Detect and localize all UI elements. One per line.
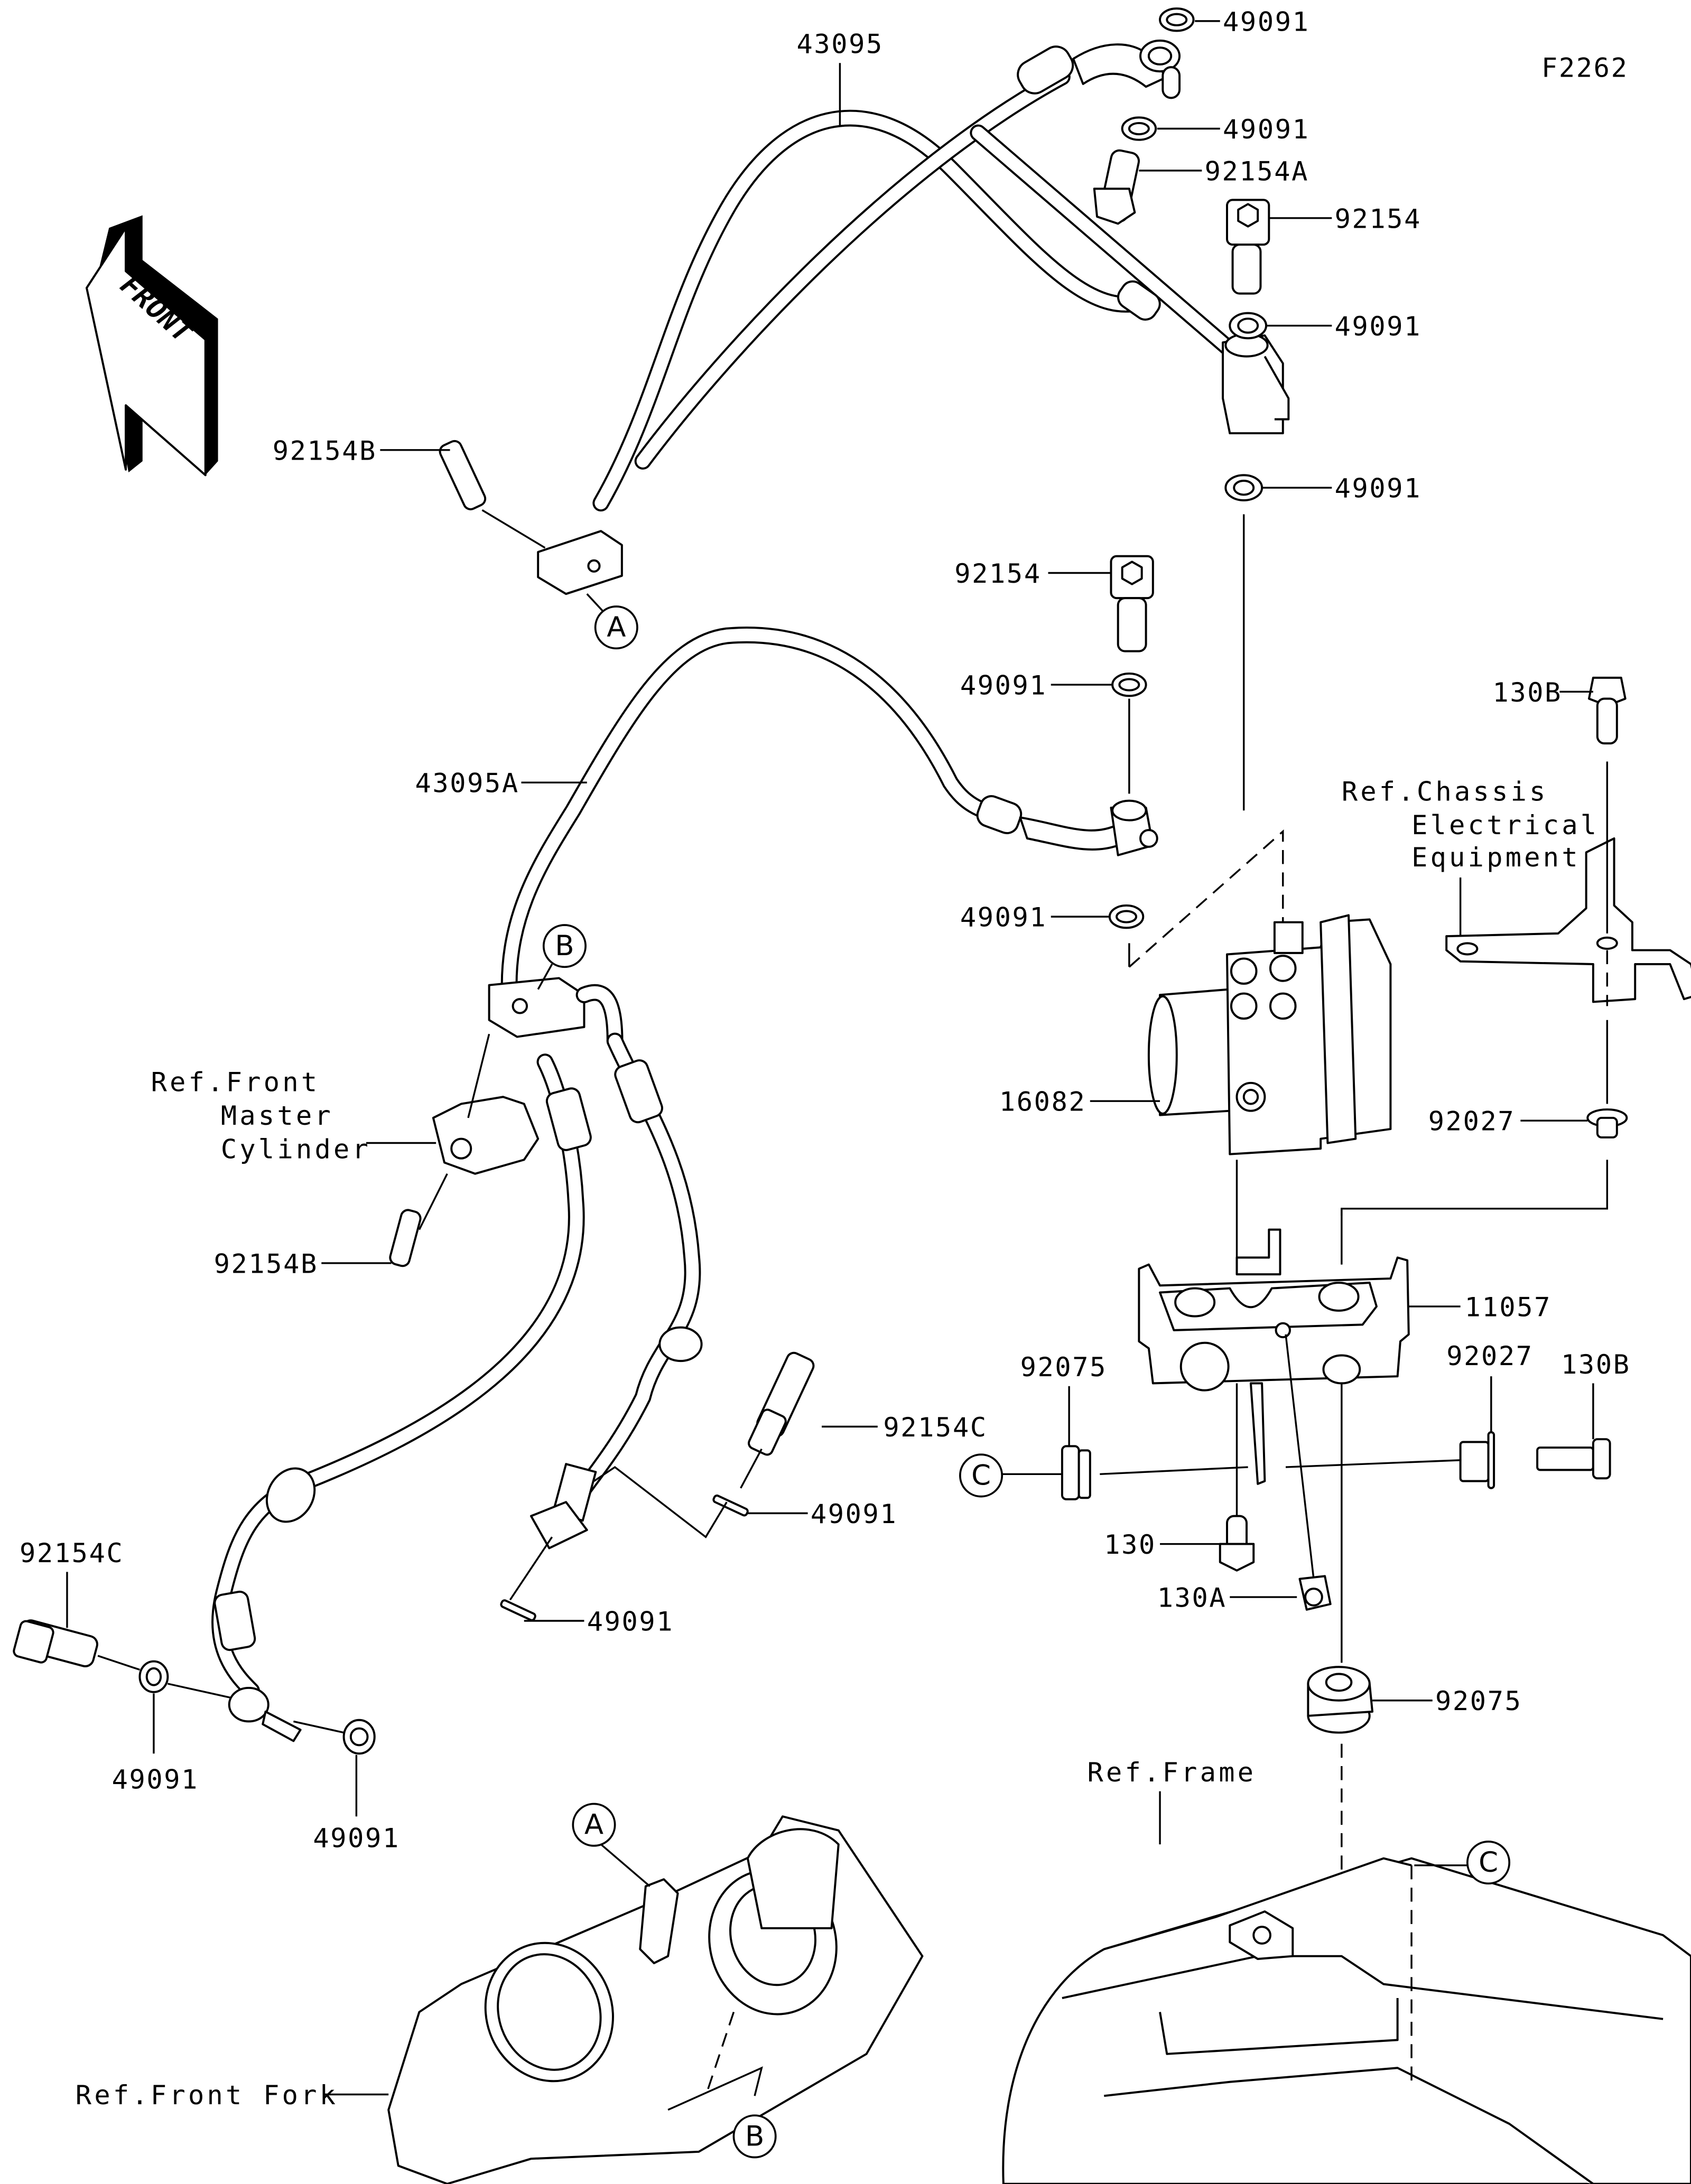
part-label-92154c-right[interactable]: 92154C bbox=[883, 1412, 987, 1443]
front-direction-arrow: FRONT bbox=[85, 215, 218, 477]
part-label-49091-8[interactable]: 49091 bbox=[587, 1606, 674, 1637]
bolt-92154-upper bbox=[1226, 199, 1270, 295]
part-label-130b-lower[interactable]: 130B bbox=[1561, 1349, 1631, 1380]
ref-label-master-cyl-line3[interactable]: Cylinder bbox=[221, 1134, 371, 1165]
hose-joint-a bbox=[537, 530, 623, 595]
part-label-92075-lower[interactable]: 92075 bbox=[1435, 1685, 1522, 1716]
svg-text:C: C bbox=[971, 1459, 991, 1491]
part-label-130a[interactable]: 130A bbox=[1157, 1582, 1227, 1613]
washer-49091-4 bbox=[1224, 474, 1263, 501]
hose-junction-block bbox=[488, 977, 624, 1050]
part-label-92027-upper[interactable]: 92027 bbox=[1428, 1106, 1515, 1137]
callout-b-top[interactable]: B bbox=[537, 924, 587, 990]
figure-code: F2262 bbox=[1541, 52, 1628, 83]
washer-49091-8 bbox=[500, 1599, 536, 1621]
grommet-92075-left bbox=[1061, 1445, 1091, 1500]
abs-bracket-11057 bbox=[1138, 1228, 1410, 1485]
ref-label-master-cyl-line2[interactable]: Master bbox=[221, 1100, 333, 1131]
part-label-49091-4[interactable]: 49091 bbox=[1335, 473, 1421, 504]
part-label-92154b-upper[interactable]: 92154B bbox=[273, 435, 377, 466]
svg-text:C: C bbox=[1479, 1846, 1498, 1879]
part-label-16082[interactable]: 16082 bbox=[999, 1086, 1086, 1117]
ref-label-frame[interactable]: Ref.Frame bbox=[1088, 1757, 1257, 1788]
part-label-49091-9[interactable]: 49091 bbox=[112, 1763, 199, 1795]
callout-b-bottom[interactable]: B bbox=[732, 2114, 777, 2159]
grommet-92075-lower bbox=[1307, 1666, 1374, 1734]
washer-49091-9 bbox=[138, 1660, 169, 1693]
part-label-43095a[interactable]: 43095A bbox=[415, 768, 519, 799]
svg-text:A: A bbox=[607, 611, 626, 643]
callout-c-left[interactable]: C bbox=[959, 1453, 1062, 1498]
callout-a-bottom[interactable]: A bbox=[572, 1803, 651, 1887]
bolt-92154b-lower bbox=[389, 1209, 422, 1267]
part-label-49091-5[interactable]: 49091 bbox=[960, 670, 1047, 701]
part-label-92075-left[interactable]: 92075 bbox=[1020, 1351, 1107, 1383]
svg-text:B: B bbox=[745, 2120, 764, 2152]
bolt-92154-middle bbox=[1110, 555, 1154, 652]
part-label-92027-lower[interactable]: 92027 bbox=[1446, 1340, 1533, 1371]
washer-49091-10 bbox=[342, 1719, 376, 1755]
brake-hose-43095a bbox=[500, 627, 1158, 1015]
bolt-92154c-right bbox=[748, 1351, 815, 1456]
front-master-cylinder-bracket bbox=[432, 1096, 540, 1175]
part-label-92154c-left[interactable]: 92154C bbox=[20, 1537, 124, 1569]
part-label-130[interactable]: 130 bbox=[1104, 1529, 1156, 1560]
washer-49091-7 bbox=[712, 1494, 749, 1517]
callout-c-bottom[interactable]: C bbox=[1466, 1840, 1511, 1885]
part-label-11057[interactable]: 11057 bbox=[1465, 1291, 1551, 1322]
washer-49091-2 bbox=[1121, 116, 1157, 141]
part-label-92154a[interactable]: 92154A bbox=[1205, 155, 1309, 186]
washer-49091-1 bbox=[1159, 7, 1195, 32]
bolt-130b-upper bbox=[1587, 676, 1627, 745]
part-label-49091-7[interactable]: 49091 bbox=[811, 1498, 897, 1529]
chassis-electrical-bracket bbox=[1445, 837, 1691, 1003]
brake-hose-lower bbox=[211, 1032, 703, 1742]
abs-hydraulic-unit-16082 bbox=[1128, 829, 1392, 1155]
part-label-49091-3[interactable]: 49091 bbox=[1335, 311, 1421, 342]
ref-label-chassis-line1[interactable]: Ref.Chassis bbox=[1342, 776, 1548, 807]
part-label-49091-10[interactable]: 49091 bbox=[313, 1822, 399, 1853]
bolt-130b-lower bbox=[1536, 1438, 1611, 1480]
part-label-49091-2[interactable]: 49091 bbox=[1223, 114, 1309, 145]
ref-label-chassis-line3[interactable]: Equipment bbox=[1411, 842, 1581, 873]
collar-92027-upper bbox=[1586, 1108, 1628, 1138]
ref-label-master-cyl-line1[interactable]: Ref.Front bbox=[151, 1067, 320, 1098]
ref-label-front-fork[interactable]: Ref.Front Fork bbox=[76, 2079, 338, 2111]
svg-text:B: B bbox=[555, 930, 574, 962]
part-label-43095[interactable]: 43095 bbox=[796, 29, 883, 60]
part-label-49091-1[interactable]: 49091 bbox=[1223, 6, 1309, 37]
brake-hose-43095 bbox=[592, 39, 1290, 512]
front-fork-steering-stem bbox=[387, 1815, 924, 2184]
bolt-130a bbox=[1298, 1575, 1332, 1611]
washer-49091-5 bbox=[1111, 672, 1147, 697]
callout-a-top[interactable]: A bbox=[586, 593, 638, 650]
part-label-92154-upper[interactable]: 92154 bbox=[1335, 203, 1421, 234]
part-label-49091-6[interactable]: 49091 bbox=[960, 902, 1047, 933]
frame bbox=[1002, 1857, 1691, 2184]
bolt-92154c-left bbox=[13, 1619, 98, 1667]
svg-text:A: A bbox=[584, 1809, 603, 1841]
bolt-130 bbox=[1219, 1515, 1255, 1572]
part-label-92154b-lower[interactable]: 92154B bbox=[214, 1248, 318, 1279]
bolt-92154a bbox=[1093, 149, 1140, 225]
ref-label-chassis-line2[interactable]: Electrical bbox=[1411, 809, 1599, 841]
part-label-130b-upper[interactable]: 130B bbox=[1492, 677, 1562, 708]
washer-49091-6 bbox=[1108, 904, 1145, 929]
part-label-92154-middle[interactable]: 92154 bbox=[954, 558, 1041, 589]
washer-49091-3 bbox=[1229, 312, 1268, 340]
bolt-92154b-upper bbox=[439, 440, 487, 510]
collar-92027-lower bbox=[1459, 1431, 1495, 1489]
